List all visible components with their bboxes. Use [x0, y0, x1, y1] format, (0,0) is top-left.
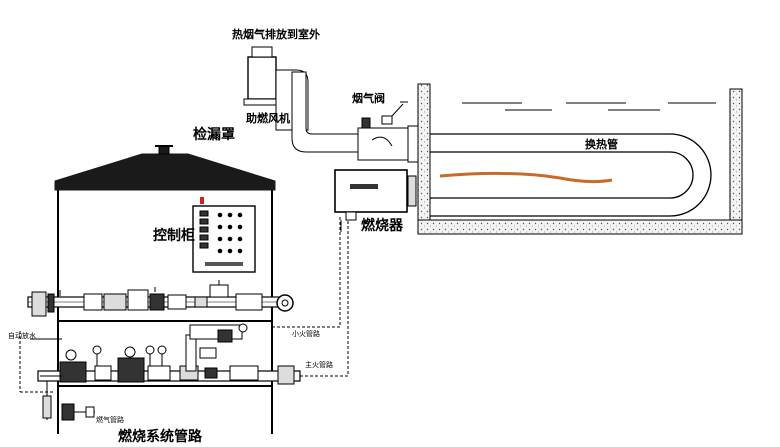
drain-branch [19, 331, 95, 421]
system-pipeline-label: 燃烧系统管路 [118, 429, 202, 445]
drain-note-label: 自动放水 [8, 332, 36, 340]
burner-label: 燃烧器 [361, 218, 403, 234]
control-cabinet-label: 控制柜 [153, 228, 195, 244]
enclosure-building [54, 145, 276, 434]
gas-lines-to-burner [272, 215, 349, 377]
pilot-line-label: 小火管路 [292, 330, 320, 338]
label-leaders [30, 101, 408, 377]
leak-hood-label: 检漏罩 [193, 127, 235, 143]
flue-ducting [243, 46, 423, 163]
combustion-fan-label: 助燃风机 [246, 112, 290, 125]
heat-exchanger-tube-shape [430, 133, 712, 217]
main-fire-line-label: 主火管路 [305, 361, 333, 369]
gas-line-note-label: 燃气管路 [96, 416, 124, 424]
flue-to-outdoor-label: 热烟气排放到室外 [232, 28, 320, 41]
lower-piping [37, 323, 301, 385]
upper-piping [27, 280, 294, 317]
control-cabinet-panel [192, 197, 256, 273]
heating-tank [417, 83, 743, 235]
heat-exchanger-tube-label: 换热管 [585, 138, 618, 151]
enclosure-roof [54, 153, 276, 191]
alarm-indicator [200, 197, 204, 204]
burner-unit [334, 169, 417, 232]
flame-icon [439, 171, 613, 184]
flue-valve-label: 烟气阀 [352, 92, 385, 105]
